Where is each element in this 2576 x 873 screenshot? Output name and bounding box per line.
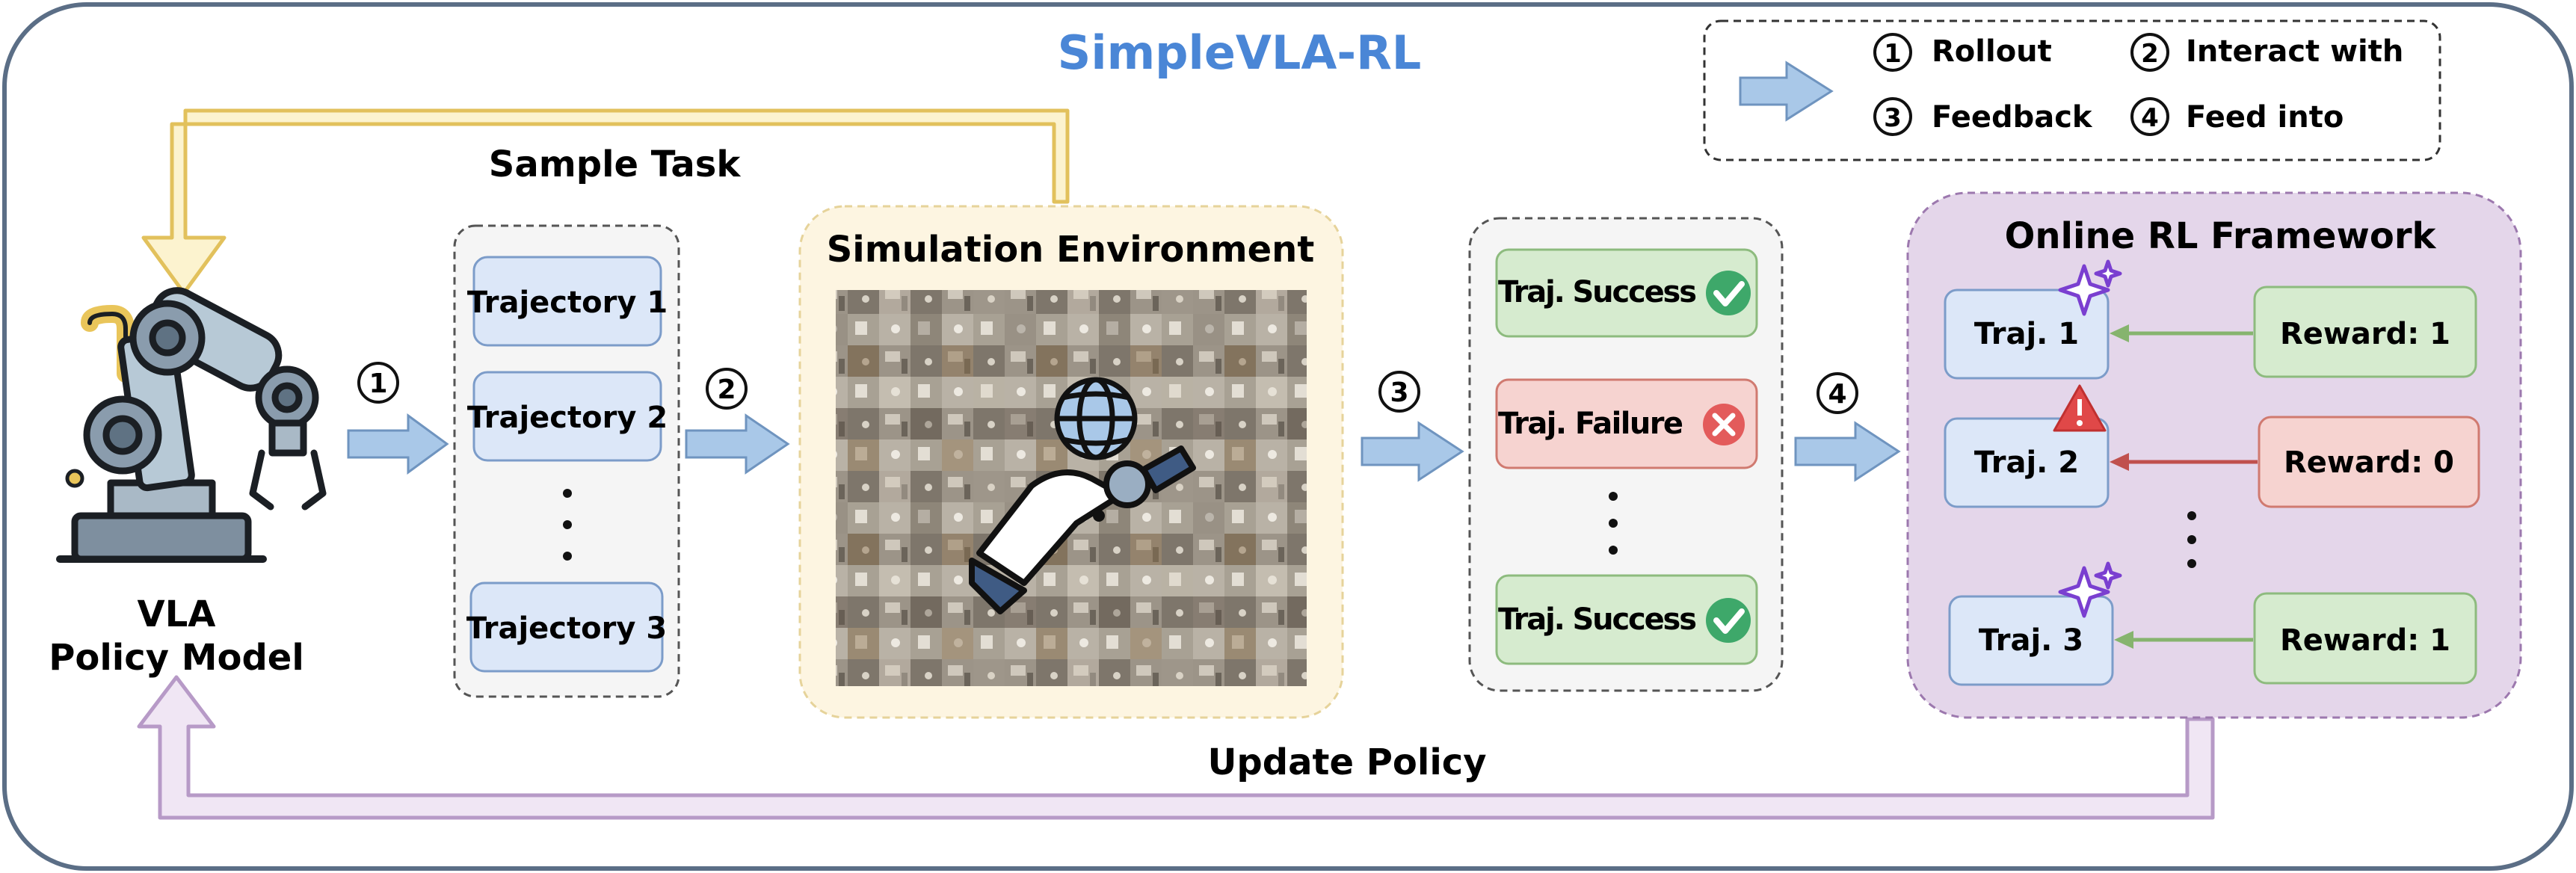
ellipsis-dots xyxy=(563,489,572,561)
legend-item-feedback: 3 Feedback xyxy=(1873,97,2093,136)
reward-2-label: Reward: 0 xyxy=(2284,445,2454,480)
legend: 1 Rollout 2 Interact with 3 Feedback 4 F… xyxy=(1703,19,2441,161)
legend-number: 4 xyxy=(2141,103,2159,133)
step-badge-3: 3 xyxy=(1378,371,1420,413)
sparkle-icon xyxy=(2058,259,2122,316)
legend-item-feed-into: 4 Feed into xyxy=(2130,97,2344,136)
simulation-title: Simulation Environment xyxy=(827,229,1315,271)
rl-traj-3-label: Traj. 3 xyxy=(1979,623,2083,658)
rl-traj-2-label: Traj. 2 xyxy=(1974,445,2079,480)
sparkle-icon xyxy=(2058,561,2122,618)
feedback-success-1-box xyxy=(1495,248,1758,338)
reward-2-box xyxy=(2258,416,2480,508)
reward-3-box xyxy=(2253,592,2477,685)
sample-task-label: Sample Task xyxy=(489,144,742,185)
legend-label: Interact with xyxy=(2186,34,2403,69)
reward-1-arrow xyxy=(2110,324,2253,342)
ellipsis-dots xyxy=(1609,492,1618,555)
update-policy-label: Update Policy xyxy=(1207,741,1486,783)
step-number-badge xyxy=(2130,33,2169,72)
rl-framework-title: Online RL Framework xyxy=(2005,215,2437,257)
ellipsis-dots xyxy=(2187,511,2196,568)
warning-icon xyxy=(2053,384,2107,432)
update-policy-loop-arrow xyxy=(137,675,2215,820)
rl-traj-3-box xyxy=(1948,595,2114,686)
rl-traj-1-label: Traj. 1 xyxy=(1974,317,2079,351)
check-icon xyxy=(1706,271,1751,315)
robot-arm-icon xyxy=(56,287,327,563)
cross-icon xyxy=(1703,404,1745,445)
feedback-success-2-label: Traj. Success xyxy=(1498,602,1697,637)
reward-3-label: Reward: 1 xyxy=(2280,623,2450,658)
trajectory-1-box xyxy=(472,256,662,347)
legend-label: Feedback xyxy=(1932,100,2093,135)
step-badge-4: 4 xyxy=(1817,372,1858,414)
reward-2-arrow xyxy=(2110,453,2258,471)
step-number-badge xyxy=(2130,97,2169,136)
sample-task-loop-arrow xyxy=(141,108,1070,295)
simulation-environment: Simulation Environment xyxy=(798,205,1344,719)
rollout-arrow xyxy=(347,413,449,475)
feedback-success-1-label: Traj. Success xyxy=(1498,275,1697,309)
feedback-group: Traj. Success Traj. Failure Traj. Succes… xyxy=(1468,217,1784,692)
legend-number: 3 xyxy=(1884,103,1902,133)
policy-title: VLA xyxy=(138,593,216,635)
policy-subtitle: Policy Model xyxy=(49,637,304,679)
reward-3-arrow xyxy=(2114,631,2253,649)
reward-1-box xyxy=(2253,286,2477,378)
step-badge-2: 2 xyxy=(706,368,748,410)
legend-label: Feed into xyxy=(2186,100,2344,135)
interact-arrow xyxy=(685,413,790,475)
legend-arrow-icon xyxy=(1739,61,1834,122)
legend-item-interact: 2 Interact with xyxy=(2130,33,2403,72)
step-number: 2 xyxy=(717,374,736,405)
legend-number: 2 xyxy=(2141,39,2159,69)
feed-into-arrow xyxy=(1794,421,1901,482)
trajectory-2-box xyxy=(472,371,662,462)
step-number: 3 xyxy=(1390,377,1408,408)
robot-hand-icon xyxy=(969,445,1196,614)
legend-number: 1 xyxy=(1884,39,1902,69)
feedback-failure-label: Traj. Failure xyxy=(1498,407,1683,441)
step-number-badge xyxy=(1873,33,1912,72)
step-number: 4 xyxy=(1828,379,1846,410)
rl-framework: Online RL Framework Traj. 1 Traj. 2 Traj… xyxy=(1906,191,2522,719)
trajectory-3-label: Trajectory 3 xyxy=(466,611,667,646)
trajectory-1-label: Trajectory 1 xyxy=(467,286,668,320)
step-number: 1 xyxy=(369,368,387,399)
check-icon xyxy=(1706,598,1751,643)
trajectory-3-box xyxy=(469,582,664,673)
feedback-arrow xyxy=(1361,421,1464,482)
step-badge-1: 1 xyxy=(357,362,399,404)
legend-item-rollout: 1 Rollout xyxy=(1873,33,2052,72)
reward-1-label: Reward: 1 xyxy=(2280,317,2450,351)
feedback-failure-box xyxy=(1495,378,1758,469)
legend-label: Rollout xyxy=(1932,34,2052,69)
rl-traj-2-box xyxy=(1944,417,2110,508)
trajectory-2-label: Trajectory 2 xyxy=(467,401,668,435)
globe-icon xyxy=(1054,377,1138,460)
rl-traj-1-box xyxy=(1944,289,2110,380)
feedback-success-2-box xyxy=(1495,574,1758,665)
trajectory-group: Trajectory 1 Trajectory 2 Trajectory 3 xyxy=(453,224,680,698)
diagram-title: SimpleVLA-RL xyxy=(1058,25,1422,80)
step-number-badge xyxy=(1873,97,1912,136)
